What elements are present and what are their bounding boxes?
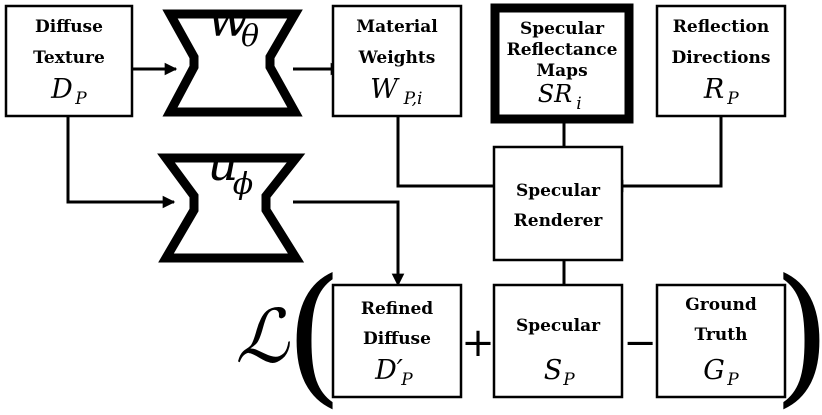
specular-subscript: P <box>562 370 575 390</box>
refine-network-shape <box>157 153 306 263</box>
refined-diffuse-label-1: Refined <box>361 299 433 319</box>
reflectance-maps-symbol: SR <box>538 80 573 108</box>
specular-box: Specular S P <box>492 283 624 399</box>
refine-network-symbol: u <box>208 136 239 192</box>
diffuse-texture-box: Diffuse Texture D P <box>4 4 134 118</box>
plus-operator: + <box>461 320 495 366</box>
material-weights-label-1: Material <box>356 17 438 37</box>
diffuse-texture-label-2: Texture <box>33 48 105 68</box>
weights-network: w θ <box>162 0 303 117</box>
diffuse-texture-subscript: P <box>74 89 87 109</box>
refine-network: u ϕ <box>157 136 306 263</box>
reflection-directions-subscript: P <box>726 89 739 109</box>
material-weights-symbol: W <box>370 74 400 105</box>
reflection-directions-symbol: R <box>703 74 724 105</box>
ground-truth-label-2: Truth <box>695 325 748 345</box>
reflectance-maps-label-2: Reflectance <box>507 40 618 60</box>
material-weights-subscript: P,i <box>403 89 423 109</box>
specular-reflectance-maps-box: Specular Reflectance Maps SR i <box>490 3 634 124</box>
specular-renderer-box: Specular Renderer <box>492 145 624 262</box>
refined-diffuse-label-2: Diffuse <box>363 329 431 349</box>
specular-renderer-label-2: Renderer <box>514 211 604 231</box>
ground-truth-label-1: Ground <box>685 295 757 315</box>
ground-truth-box: Ground Truth G P <box>655 283 787 399</box>
ground-truth-symbol: G <box>703 355 725 386</box>
ground-truth-subscript: P <box>726 370 739 390</box>
minus-operator: − <box>623 320 657 366</box>
specular-symbol: S <box>544 355 563 386</box>
weights-network-shape <box>162 9 303 117</box>
refined-diffuse-subscript: P <box>400 370 413 390</box>
loss-symbol: ℒ <box>235 294 290 380</box>
arrow-reflection-directions-to-renderer <box>610 116 723 193</box>
reflectance-maps-label-3: Maps <box>536 61 587 81</box>
reflection-directions-box: Reflection Directions R P <box>655 4 787 118</box>
specular-renderer-label-1: Specular <box>516 181 601 201</box>
specular-label: Specular <box>516 316 601 336</box>
weights-network-subscript: θ <box>241 19 259 54</box>
arrow-material-weights-to-renderer <box>396 116 510 193</box>
reflection-directions-label-1: Reflection <box>673 17 769 37</box>
reflectance-maps-subscript: i <box>576 94 581 114</box>
refined-diffuse-symbol: D′ <box>374 355 403 386</box>
arrow-refine-net-to-refined-diffuse <box>293 200 405 287</box>
arrow-diffuse-to-refine-net <box>66 116 176 209</box>
reflection-directions-label-2: Directions <box>672 48 771 68</box>
reflectance-maps-label-1: Specular <box>520 19 605 39</box>
diffuse-texture-label-1: Diffuse <box>35 17 103 37</box>
diffuse-texture-symbol: D <box>50 74 73 105</box>
weights-network-symbol: w <box>207 0 248 48</box>
refine-network-subscript: ϕ <box>233 167 253 202</box>
loss-close-paren: ) <box>773 248 822 415</box>
refined-diffuse-box: Refined Diffuse D′ P <box>331 283 463 399</box>
material-weights-box: Material Weights W P,i <box>331 4 463 118</box>
connections <box>66 62 723 298</box>
material-weights-label-2: Weights <box>358 48 436 68</box>
